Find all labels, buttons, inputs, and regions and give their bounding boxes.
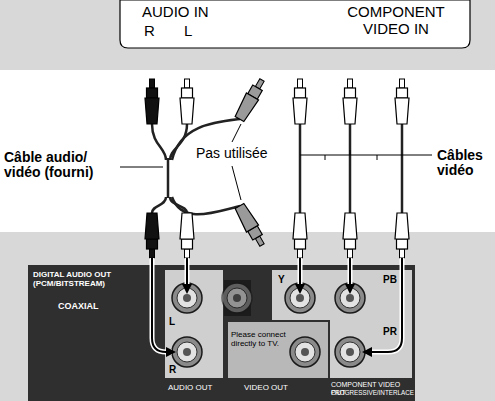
section-label: AUDIO OUT [168,384,228,393]
port-label: PB [383,274,405,285]
section-label: PROGRESSIVE/INTERLACE [331,390,415,397]
channel-label: R [144,23,158,40]
port-label: COAXIAL [58,302,118,312]
cable-label: Câbles vidéo [437,148,492,179]
section-label: VIDEO OUT [244,384,304,393]
note-label: Please connect directly to TV. [231,331,287,349]
input-label: COMPONENT VIDEO IN [332,4,460,37]
cable-label: Câble audio/ vidéo (fourni) [4,150,118,181]
note-label: Pas utilisée [196,146,282,161]
channel-label: L [169,316,181,327]
port-label: DIGITAL AUDIO OUT (PCM/BITSTREAM) [33,271,143,289]
tv-input-panel: AUDIO IN R L COMPONENT VIDEO IN [120,0,470,48]
port-label: Y [278,274,290,285]
port-label: PR [383,326,405,337]
channel-label: L [184,23,198,40]
input-label: AUDIO IN [142,4,232,21]
channel-label: R [169,364,181,375]
